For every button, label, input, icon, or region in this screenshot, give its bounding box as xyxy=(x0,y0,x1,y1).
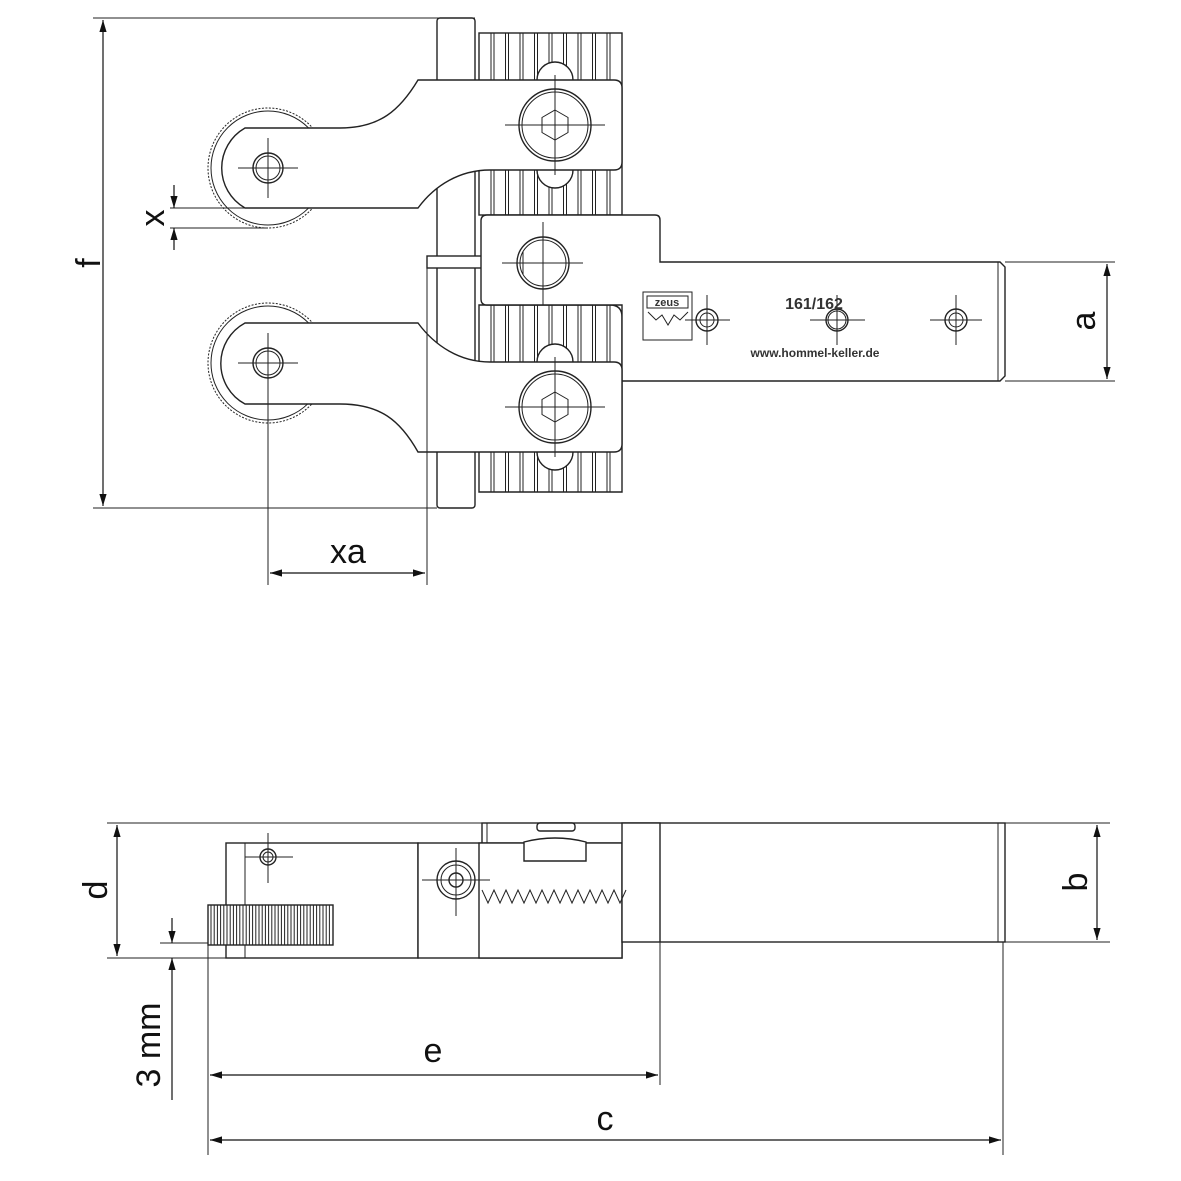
dimension-f: f xyxy=(70,17,475,509)
dimension-x: x xyxy=(134,185,268,250)
dimension-label-e: e xyxy=(424,1032,443,1070)
dimension-label-d: d xyxy=(77,881,115,900)
part-number: 161/162 xyxy=(785,296,843,313)
serration xyxy=(481,888,627,905)
dimension-label-c: c xyxy=(597,1100,614,1138)
dimension-label-f: f xyxy=(70,258,108,268)
dimension-d: d xyxy=(77,822,1110,959)
dimension-c: c xyxy=(210,1100,1001,1144)
pin-collar xyxy=(426,255,483,269)
dimension-label-b: b xyxy=(1057,873,1095,892)
dimension-label-x: x xyxy=(134,210,172,227)
slot-relief xyxy=(536,343,574,363)
dimension-label-a: a xyxy=(1065,311,1103,330)
shank-side xyxy=(621,822,1006,943)
website-marking: www.hommel-keller.de xyxy=(750,346,880,360)
holder-shank xyxy=(480,214,1006,382)
dimension-a: a xyxy=(1005,261,1115,382)
dimension-b: b xyxy=(1005,825,1110,943)
dimension-e: e xyxy=(207,942,1004,1155)
zeus-logo: zeus xyxy=(642,291,693,341)
dimension-label-3mm: 3 mm xyxy=(130,1003,168,1088)
top-view: zeus 161/162 www.hommel-keller.de xyxy=(207,17,1006,585)
clamp-side xyxy=(523,837,587,862)
side-view xyxy=(207,822,1006,959)
slot-relief xyxy=(536,451,574,471)
dimension-3mm: 3 mm xyxy=(130,918,208,1100)
dimension-label-xa: xa xyxy=(330,533,366,571)
knurl-wheel-side xyxy=(207,904,334,946)
side-screws xyxy=(245,833,490,916)
center-lines xyxy=(238,75,982,585)
dimension-xa: xa xyxy=(270,258,428,585)
grooved-block-side xyxy=(478,842,623,959)
logo-text: zeus xyxy=(655,297,679,309)
slot-relief xyxy=(536,169,574,189)
slot-relief xyxy=(536,61,574,81)
